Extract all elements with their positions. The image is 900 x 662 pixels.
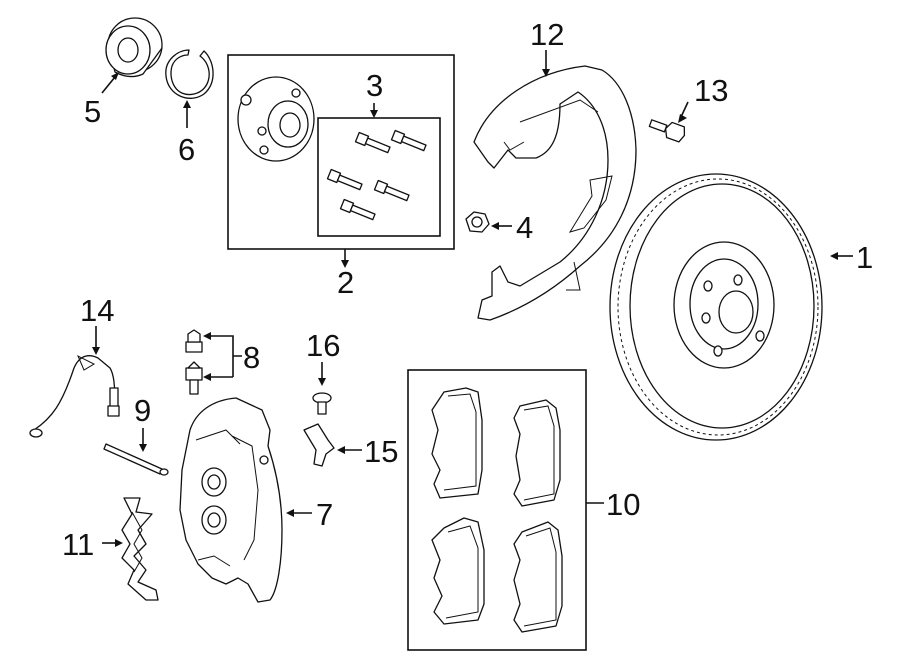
- bleeder-screw-part[interactable]: [185, 329, 203, 395]
- callout-13: 13: [678, 73, 728, 123]
- callout-3-label: 3: [366, 68, 383, 103]
- callout-14: 14: [80, 293, 114, 355]
- guide-pin-part[interactable]: [103, 443, 169, 476]
- callout-1-label: 1: [856, 240, 873, 275]
- callout-8-label: 8: [243, 340, 260, 375]
- shield-nut-part[interactable]: [465, 211, 490, 233]
- brake-pads-part[interactable]: [431, 387, 563, 633]
- pad-wear-sensor-part[interactable]: [29, 354, 120, 438]
- callout-2: 2: [337, 249, 354, 300]
- anti-rattle-spring-part[interactable]: [121, 497, 159, 601]
- brake-caliper-part[interactable]: [179, 397, 283, 603]
- wheel-hub-part[interactable]: [237, 76, 315, 162]
- sensor-bracket-part[interactable]: [303, 423, 335, 467]
- callout-3: 3: [366, 68, 383, 118]
- callout-7-label: 7: [316, 497, 333, 532]
- wheel-bearing-part[interactable]: [105, 17, 163, 78]
- sensor-screw-part[interactable]: [312, 392, 332, 415]
- callout-10: 10: [586, 487, 640, 522]
- callout-5-label: 5: [84, 94, 101, 129]
- callout-15-label: 15: [364, 434, 398, 469]
- callout-9: 9: [134, 393, 151, 452]
- callout-16-label: 16: [306, 328, 340, 363]
- callout-2-label: 2: [337, 265, 354, 300]
- wheel-stud-bolts-part[interactable]: [326, 129, 427, 221]
- hub-kit-box: [227, 54, 455, 250]
- snap-ring-part[interactable]: [165, 49, 214, 99]
- brake-rotor-part[interactable]: [609, 173, 823, 441]
- callout-9-label: 9: [134, 393, 151, 428]
- callout-5: 5: [84, 72, 119, 129]
- dust-shield-part[interactable]: [473, 65, 637, 321]
- bolt-kit-box: [317, 117, 441, 237]
- callout-10-label: 10: [606, 487, 640, 522]
- callout-12-label: 12: [530, 17, 564, 52]
- pads-kit-box: [407, 369, 587, 651]
- callout-16: 16: [306, 328, 340, 386]
- callout-11-label: 11: [62, 527, 94, 562]
- callout-11: 11: [62, 527, 123, 562]
- callout-4-label: 4: [516, 210, 533, 245]
- callout-8: 8: [203, 332, 260, 381]
- callout-7: 7: [286, 497, 333, 532]
- shield-bolt-part[interactable]: [648, 116, 687, 143]
- callout-13-label: 13: [694, 73, 728, 108]
- callout-15: 15: [337, 434, 398, 469]
- callout-1: 1: [830, 240, 873, 275]
- callout-6: 6: [178, 100, 195, 167]
- callout-6-label: 6: [178, 132, 195, 167]
- callout-4: 4: [491, 210, 533, 245]
- callout-12: 12: [530, 17, 564, 77]
- callout-14-label: 14: [80, 293, 114, 328]
